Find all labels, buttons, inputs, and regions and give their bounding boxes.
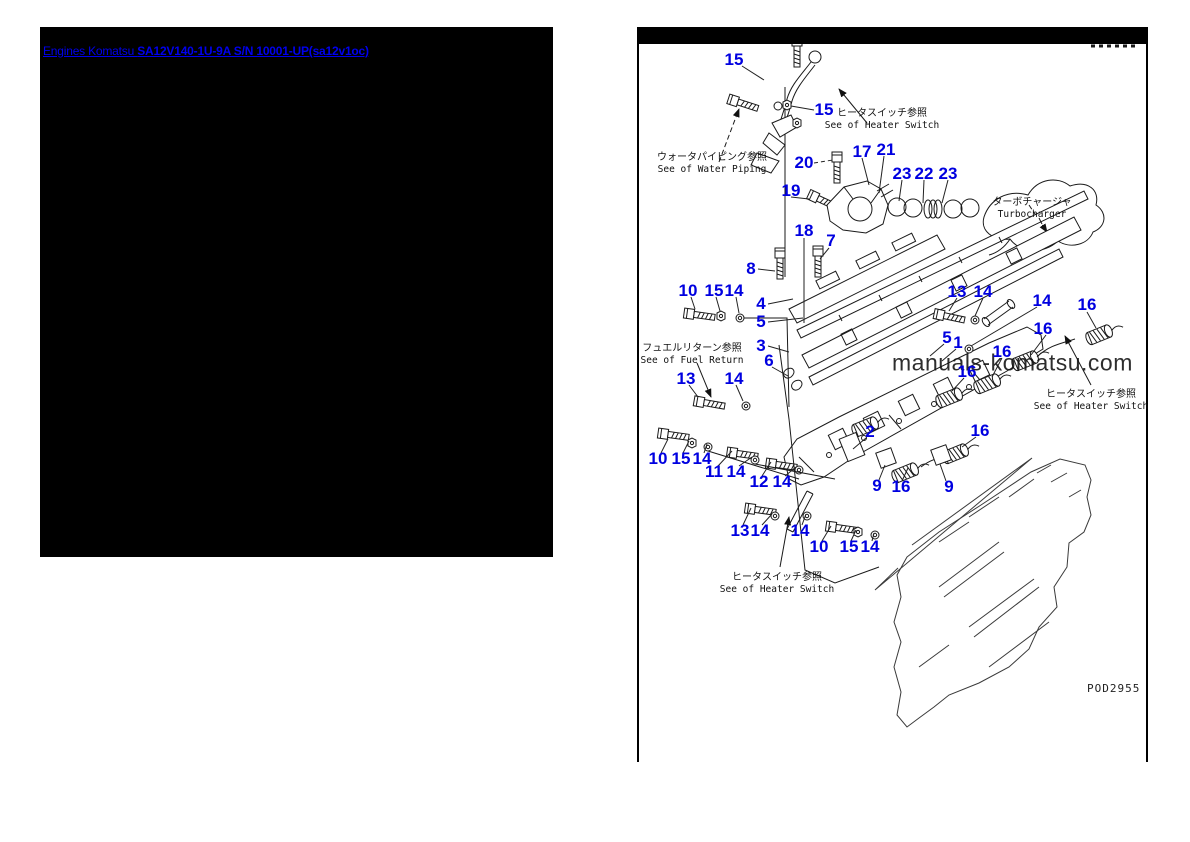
part-callout-17: 17	[852, 142, 872, 161]
part-callout-21: 21	[876, 140, 896, 159]
part-callout-16: 16	[970, 421, 990, 440]
part-callout-14: 14	[860, 537, 880, 556]
part-callout-14: 14	[750, 521, 770, 540]
part-callout-2: 2	[865, 422, 875, 441]
panel-top-bar	[639, 27, 1146, 44]
redacted-image-block	[40, 27, 553, 557]
part-callout-13: 13	[947, 282, 967, 301]
part-callout-14: 14	[726, 462, 746, 481]
part-callout-15: 15	[704, 281, 724, 300]
part-callout-10: 10	[678, 281, 698, 300]
part-callout-7: 7	[826, 231, 836, 250]
part-callout-14: 14	[724, 281, 744, 300]
part-callout-23: 23	[892, 164, 912, 183]
part-callout-13: 13	[730, 521, 750, 540]
watermark: manuals-komatsu.com	[892, 349, 1133, 376]
part-callout-15: 15	[814, 100, 834, 119]
part-callout-15: 15	[671, 449, 691, 468]
engine-model-code: SA12V140-1U-9A S/N 10001-UP(sa12v1oc)	[137, 44, 369, 58]
part-callout-23: 23	[938, 164, 958, 183]
engine-model-link[interactable]: Engines Komatsu SA12V140-1U-9A S/N 10001…	[43, 44, 369, 58]
part-callout-9: 9	[872, 476, 882, 495]
part-callout-16: 16	[1033, 319, 1053, 338]
part-callout-6: 6	[764, 351, 774, 370]
part-callout-19: 19	[781, 181, 801, 200]
part-callout-14: 14	[724, 369, 744, 388]
part-callout-12: 12	[749, 472, 769, 491]
part-callout-11: 11	[705, 462, 723, 481]
part-callout-14: 14	[973, 282, 993, 301]
part-callout-14: 14	[692, 449, 712, 468]
part-callout-10: 10	[648, 449, 668, 468]
part-callout-16: 16	[957, 362, 977, 381]
part-callout-22: 22	[914, 164, 934, 183]
part-callout-20: 20	[794, 153, 814, 172]
part-callout-5: 5	[756, 312, 766, 331]
part-callout-14: 14	[790, 521, 810, 540]
part-callout-15: 15	[724, 50, 744, 69]
parts-diagram-art	[656, 35, 1139, 728]
part-callout-13: 13	[676, 369, 696, 388]
engine-model-prefix: Engines Komatsu	[43, 44, 138, 58]
part-callout-1: 1	[953, 333, 963, 352]
part-callout-5: 5	[942, 328, 952, 347]
part-callout-10: 10	[809, 537, 829, 556]
part-callout-14: 14	[1032, 291, 1052, 310]
part-callout-8: 8	[746, 259, 756, 278]
part-callout-16: 16	[891, 477, 911, 496]
part-callout-16: 16	[992, 342, 1012, 361]
part-callout-18: 18	[794, 221, 814, 240]
part-callout-4: 4	[756, 294, 766, 313]
part-callout-9: 9	[944, 477, 954, 496]
part-callout-15: 15	[839, 537, 859, 556]
part-callout-16: 16	[1077, 295, 1097, 314]
figure-code: POD2955	[1087, 682, 1141, 695]
part-callout-3: 3	[756, 336, 766, 355]
part-callout-14: 14	[772, 472, 792, 491]
